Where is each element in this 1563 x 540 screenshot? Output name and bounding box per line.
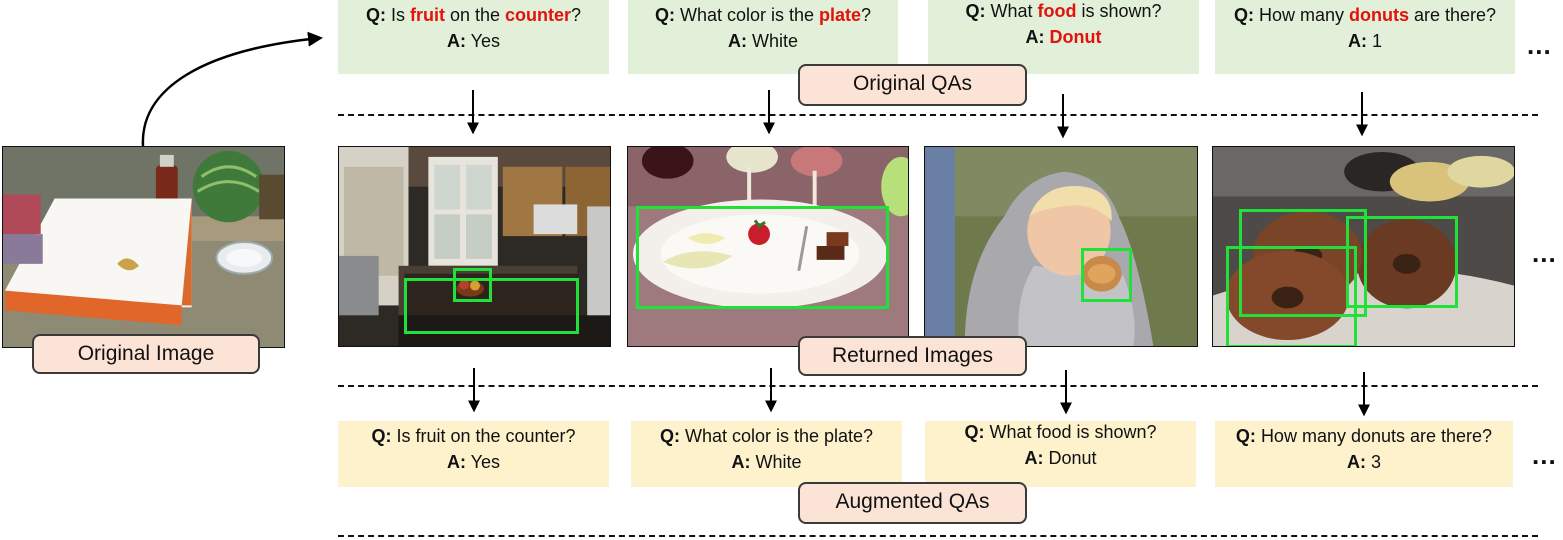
original-qa-4: Q: How many donuts are there? A: 1 xyxy=(1215,0,1515,74)
returned-image-1 xyxy=(338,146,611,347)
answer: A: Yes xyxy=(446,452,501,472)
ellipsis-bottom: ... xyxy=(1532,440,1557,470)
question: Q: What food is shown? xyxy=(965,1,1162,21)
answer: A: Yes xyxy=(446,31,501,51)
bbox-plate xyxy=(636,206,889,309)
augmented-qas-label: Augmented QAs xyxy=(798,482,1027,524)
original-image xyxy=(2,146,285,348)
original-qa-2: Q: What color is the plate? A: White xyxy=(628,0,898,74)
question: Q: How many donuts are there? xyxy=(1235,426,1493,446)
original-image-label: Original Image xyxy=(32,334,260,374)
returned-image-3 xyxy=(924,146,1198,347)
separator-bottom xyxy=(338,535,1538,537)
augmented-qa-4: Q: How many donuts are there? A: 3 xyxy=(1215,421,1513,487)
bbox-donut-3 xyxy=(1226,246,1357,346)
bbox-donut-1 xyxy=(1239,209,1367,317)
answer: A: 3 xyxy=(1346,452,1382,472)
answer: A: 1 xyxy=(1347,31,1383,51)
original-qas-label: Original QAs xyxy=(798,64,1027,106)
answer: A: White xyxy=(727,31,799,51)
returned-image-2 xyxy=(627,146,909,347)
ellipsis-top: ... xyxy=(1527,30,1552,60)
question: Q: How many donuts are there? xyxy=(1233,5,1497,25)
question: Q: What food is shown? xyxy=(964,422,1157,442)
question: Q: Is fruit on the counter? xyxy=(371,426,576,446)
question: Q: What color is the plate? xyxy=(654,5,872,25)
answer: A: Donut xyxy=(1025,27,1102,47)
original-qa-1: Q: Is fruit on the counter? A: Yes xyxy=(338,0,609,74)
ellipsis-middle: ... xyxy=(1532,238,1557,268)
returned-images-label: Returned Images xyxy=(798,336,1027,376)
augmented-qa-1: Q: Is fruit on the counter? A: Yes xyxy=(338,421,609,487)
curved-arrow xyxy=(141,31,323,147)
bbox-donut-2 xyxy=(1346,216,1458,308)
augmented-qa-2: Q: What color is the plate? A: White xyxy=(631,421,902,487)
augmented-qa-3: Q: What food is shown? A: Donut xyxy=(925,421,1196,487)
bbox-fruit xyxy=(453,268,492,302)
question: Q: Is fruit on the counter? xyxy=(365,5,582,25)
question: Q: What color is the plate? xyxy=(659,426,874,446)
answer: A: White xyxy=(731,452,802,472)
bbox-counter xyxy=(404,278,579,334)
separator-top xyxy=(338,114,1538,116)
separator-middle xyxy=(338,385,1538,387)
bbox-food xyxy=(1081,248,1132,302)
original-qa-3: Q: What food is shown? A: Donut xyxy=(928,0,1199,74)
answer: A: Donut xyxy=(1024,448,1097,468)
returned-image-4 xyxy=(1212,146,1515,347)
